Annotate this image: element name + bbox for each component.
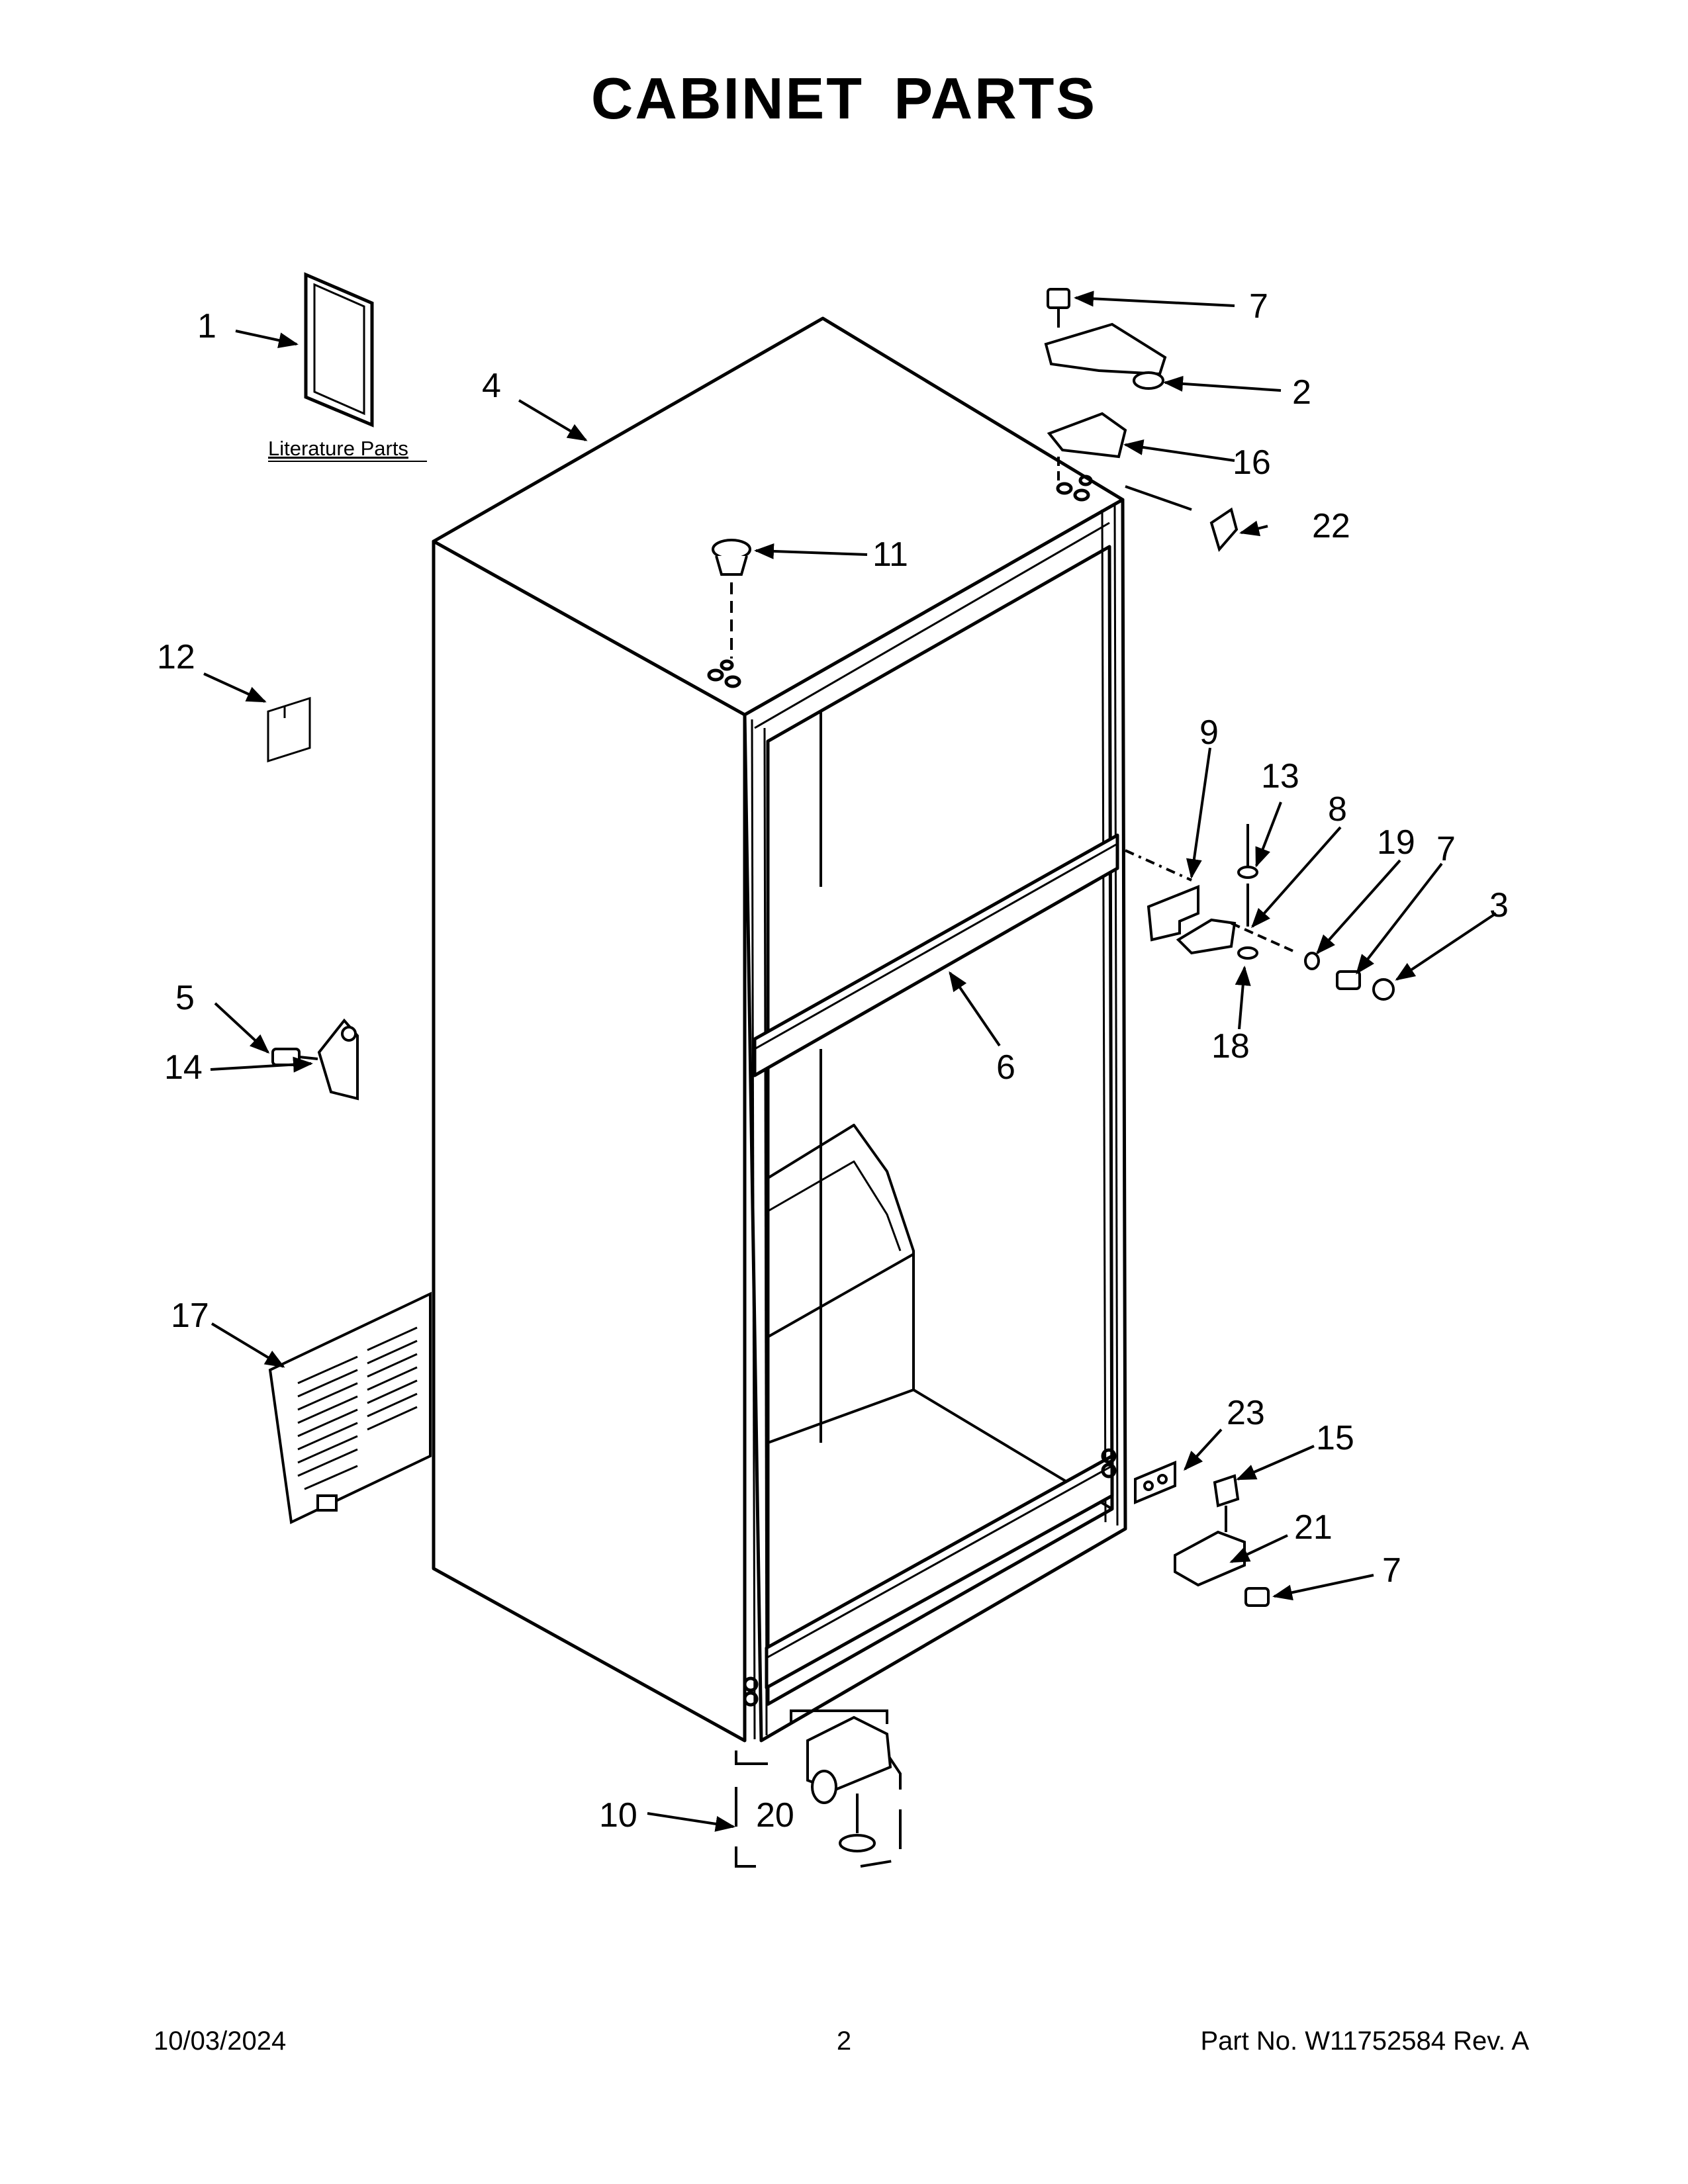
callout-8: 8 (1328, 790, 1347, 829)
footer-part-number: Part No. W11752584 Rev. A (1200, 2026, 1529, 2056)
callout-2: 2 (1292, 373, 1311, 412)
callout-10: 10 (599, 1796, 637, 1835)
callout-21: 21 (1294, 1508, 1333, 1547)
callout-3: 3 (1489, 886, 1509, 925)
callout-6: 6 (996, 1048, 1015, 1087)
leader-arrows (203, 291, 1497, 1832)
top-plug (712, 539, 751, 659)
callout-7-top: 7 (1249, 287, 1268, 326)
small-bracket (267, 696, 311, 763)
page-title: CABINET PARTS (590, 66, 1098, 131)
callout-22: 22 (1312, 507, 1350, 545)
callout-5: 5 (175, 979, 195, 1017)
callout-11: 11 (872, 535, 908, 574)
callout-9: 9 (1199, 713, 1219, 752)
callout-4: 4 (482, 367, 501, 405)
rear-panel (268, 1291, 432, 1524)
bottom-hinge-assembly (1134, 1461, 1270, 1607)
roller-assembly (735, 1709, 902, 1868)
literature-booklet (304, 272, 374, 428)
callout-19: 19 (1377, 823, 1415, 862)
top-hinge-assembly (1044, 288, 1239, 553)
callout-7-middle: 7 (1436, 830, 1456, 868)
callout-13: 13 (1261, 757, 1299, 796)
callout-15: 15 (1316, 1419, 1354, 1457)
callout-17: 17 (171, 1297, 209, 1335)
callout-1: 1 (197, 307, 216, 345)
cabinet (432, 316, 1127, 1743)
callout-18: 18 (1211, 1027, 1250, 1066)
callout-14: 14 (164, 1048, 203, 1087)
callout-12: 12 (157, 638, 195, 676)
footer-date: 10/03/2024 (154, 2026, 287, 2056)
screw-and-bracket (271, 1018, 359, 1101)
callout-23: 23 (1227, 1394, 1265, 1432)
callout-16: 16 (1233, 443, 1271, 482)
footer-page-number: 2 (836, 2026, 852, 2056)
callout-20: 20 (756, 1796, 794, 1835)
callout-labels: 1 4 7 2 16 22 11 12 9 13 8 19 7 3 5 6 14… (157, 287, 1509, 1835)
center-hinge-assembly (1125, 824, 1395, 1001)
literature-parts-label: Literature Parts (268, 437, 408, 460)
callout-7-bottom: 7 (1382, 1551, 1401, 1590)
